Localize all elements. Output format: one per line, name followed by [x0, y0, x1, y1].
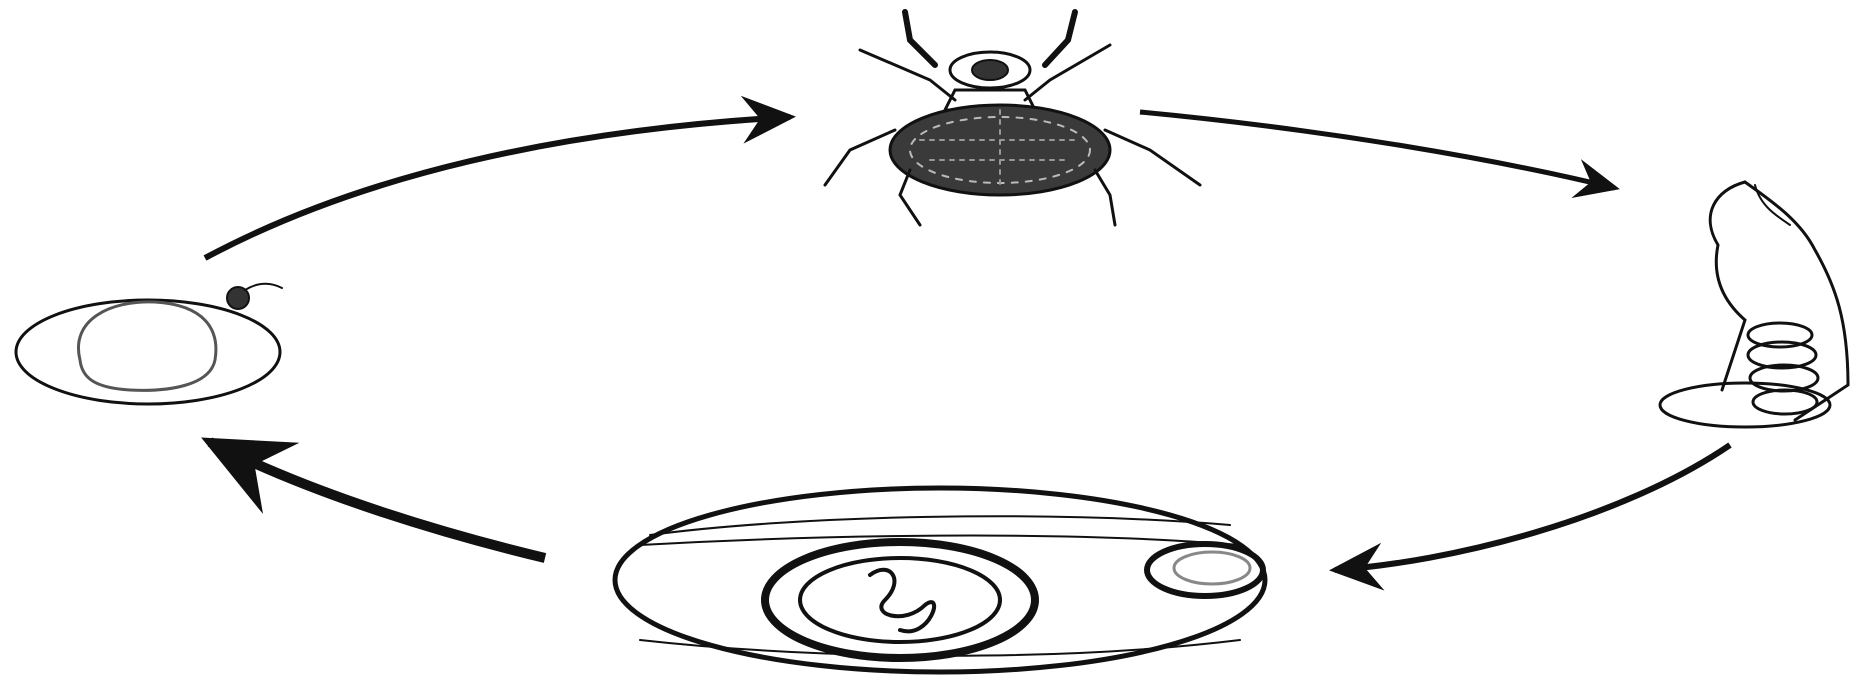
arrow-adult-to-egg-case	[1140, 112, 1615, 188]
arrow-egg-to-adult	[205, 117, 790, 258]
egg-icon	[16, 284, 282, 404]
coiled-sac-icon	[1660, 182, 1848, 427]
nested-cyst-icon	[615, 488, 1265, 672]
arrow-cyst-to-egg	[210, 442, 545, 558]
arrow-egg-case-to-cyst	[1335, 445, 1730, 570]
adult-insect-icon	[825, 12, 1200, 225]
